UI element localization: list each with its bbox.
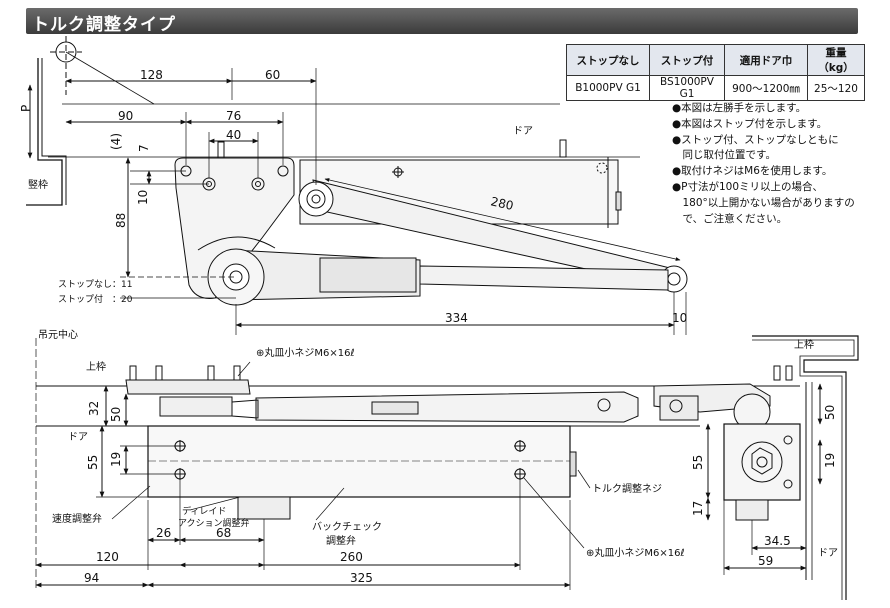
side-dim-17: 17	[691, 501, 705, 516]
label-upper-frame: 上枠	[86, 360, 106, 373]
note-line: ●本図は左勝手を示します。	[672, 102, 807, 114]
spec-table: ストップなし ストップ付 適用ドア巾 重量（kg） B1000PV G1 BS1…	[566, 44, 865, 101]
label-backcheck-2: 調整弁	[326, 534, 356, 547]
jamb-profile	[26, 58, 63, 206]
label-stop-none: ストップなし：11	[58, 279, 132, 290]
top-view-dims: 128 60 90 76 40 (4) 7 10 88 280 334 10 P…	[19, 68, 687, 325]
spec-table-row: B1000PV G1 BS1000PV G1 900〜1200㎜ 25〜120	[566, 75, 865, 101]
label-backcheck-1: バックチェック	[312, 521, 382, 533]
jamb-profile-inner	[41, 58, 67, 205]
front-view-dims: 吊元中心 上枠 ドア ⊕丸皿小ネジM6×16ℓ 32 50 55 19 速度調整…	[38, 328, 685, 585]
dim-4: (4)	[109, 133, 123, 150]
label-side-upper-frame: 上枠	[794, 338, 814, 351]
front-view	[35, 338, 800, 590]
note-line: ●本図はストップ付を示します。	[672, 117, 828, 130]
note-line: 同じ取付位置です。	[672, 149, 776, 162]
dim-90: 90	[118, 109, 133, 123]
dim-7: 7	[137, 144, 151, 152]
side-dim-34-5: 34.5	[764, 534, 791, 548]
label-speed-valve: 速度調整弁	[52, 512, 102, 525]
adjust-rod	[419, 265, 669, 291]
spec-cell: 900〜1200㎜	[724, 75, 808, 101]
side-view-dims: 上枠 ドア 50 55 19 17 34.5 59	[691, 338, 838, 568]
dim-260: 260	[340, 550, 363, 564]
side-dim-59: 59	[758, 554, 773, 568]
front-closer-body	[147, 425, 571, 498]
frame-bracket	[174, 157, 295, 299]
label-side-door: ドア	[818, 548, 838, 559]
dim-88: 88	[114, 213, 128, 228]
dim-10: 10	[136, 190, 150, 205]
dim-55: 55	[86, 455, 100, 470]
dim-50: 50	[109, 407, 123, 422]
title-bar: トルク調整タイプ	[26, 8, 858, 35]
front-arm	[255, 391, 639, 423]
note-line: で、ご注意ください。	[672, 212, 788, 225]
dim-10b: 10	[672, 311, 687, 325]
label-screw-top: ⊕丸皿小ネジM6×16ℓ	[256, 346, 355, 359]
frame-screw	[217, 141, 225, 160]
note-line: ●P寸法が100ミリ以上の場合、	[672, 180, 824, 193]
label-delayed-1: ディレイド	[182, 505, 226, 517]
note-line: ●ストップ付、ストップなしともに	[672, 133, 839, 146]
label-delayed-2: アクション調整弁	[178, 517, 250, 529]
dim-26: 26	[156, 526, 171, 540]
dim-325: 325	[350, 571, 373, 585]
spec-header-cell: 適用ドア巾	[724, 44, 808, 76]
front-bracket	[125, 379, 251, 395]
label-door: ドア	[513, 126, 533, 137]
dim-128: 128	[140, 68, 163, 82]
note-line: ●取付けネジはM6を使用します。	[672, 165, 833, 178]
dim-60: 60	[265, 68, 280, 82]
spindle-block	[237, 496, 291, 520]
side-view	[653, 335, 859, 600]
label-torque-screw: トルク調整ネジ	[592, 482, 662, 495]
spec-header-cell: ストップなし	[566, 44, 650, 76]
arm-pivot	[298, 181, 334, 217]
spec-cell: 25〜120	[807, 75, 865, 101]
door-swing-line	[65, 51, 155, 105]
door-screw	[559, 139, 567, 158]
label-stop-with: ストップ付 ：20	[58, 294, 133, 305]
dim-68: 68	[216, 526, 231, 540]
side-closer-body	[723, 423, 801, 501]
dim-120: 120	[96, 550, 119, 564]
spec-header-cell: 重量（kg）	[807, 44, 865, 76]
spec-cell: B1000PV G1	[566, 75, 650, 101]
dim-19: 19	[109, 452, 123, 467]
top-view	[26, 36, 688, 335]
side-dim-19: 19	[823, 453, 837, 468]
label-pivot-center: 吊元中心	[38, 328, 78, 341]
dim-94: 94	[84, 571, 99, 585]
spec-cell: BS1000PV G1	[649, 75, 725, 101]
side-frame-channel	[752, 335, 859, 600]
dim-40: 40	[226, 128, 241, 142]
dim-76: 76	[226, 109, 241, 123]
label-screw-bottom: ⊕丸皿小ネジM6×16ℓ	[586, 546, 685, 559]
dim-32: 32	[87, 401, 101, 416]
side-dim-55: 55	[691, 455, 705, 470]
label-frame: 竪枠	[28, 178, 48, 191]
dim-280: 280	[489, 194, 514, 213]
page-title: トルク調整タイプ	[32, 15, 176, 35]
note-line: 180°以上開かない場合がありますの	[672, 196, 855, 209]
spec-table-header-row: ストップなし ストップ付 適用ドア巾 重量（kg）	[566, 44, 865, 76]
notes-list: ●本図は左勝手を示します。 ●本図はストップ付を示します。 ●ストップ付、ストッ…	[672, 101, 855, 227]
side-dim-50: 50	[823, 405, 837, 420]
label-front-door: ドア	[68, 432, 88, 443]
torque-screw-knob	[569, 451, 577, 477]
label-p: P	[19, 105, 33, 112]
dim-334: 334	[445, 311, 468, 325]
